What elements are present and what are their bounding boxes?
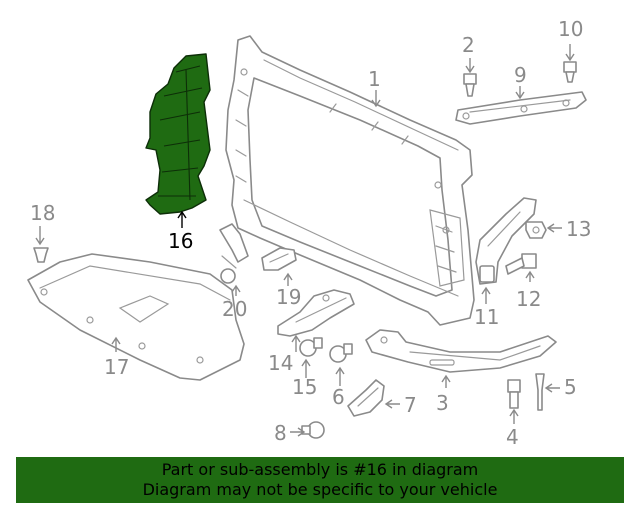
callout-6: 6 [332,385,345,409]
callout-4: 4 [506,425,519,449]
leader-lines [35,44,575,437]
radiator-support-part [225,35,475,326]
clip-part-20 [219,223,249,284]
callout-13: 13 [566,217,591,241]
bolt-part-15 [299,337,323,357]
callout-12: 12 [516,287,541,311]
air-guide-part-highlighted [145,53,211,215]
callout-19: 19 [276,285,301,309]
callout-17: 17 [104,355,129,379]
callout-5: 5 [564,375,577,399]
clip-part-19 [261,247,297,271]
bolt-part-6 [329,343,353,363]
push-clip-part [33,247,49,263]
bracket-part-7 [347,379,385,417]
callout-3: 3 [436,391,449,415]
bolt-part-8 [301,421,325,439]
callout-8: 8 [274,421,287,445]
info-banner: Part or sub-assembly is #16 in diagram D… [16,457,624,503]
callout-16-highlighted: 16 [168,229,193,253]
callout-7: 7 [404,393,417,417]
callout-10: 10 [558,17,583,41]
bracket-part-14 [277,289,355,337]
under-cover-part [27,253,245,381]
callout-2: 2 [462,33,475,57]
bolt-part-2 [463,73,477,97]
callout-9: 9 [514,63,527,87]
callout-11: 11 [474,305,499,329]
callout-1: 1 [368,67,381,91]
pin-part-5 [535,373,545,411]
banner-line-disclaimer: Diagram may not be specific to your vehi… [142,480,498,499]
side-bracket-part [475,197,537,285]
callout-20: 20 [222,297,247,321]
bolt-part-12 [505,253,537,275]
parts-diagram: 1 2 3 4 5 6 7 8 9 10 11 12 13 14 15 16 1… [27,17,591,449]
lower-bracket-part [365,329,557,373]
callout-15: 15 [292,375,317,399]
banner-line-part-number: Part or sub-assembly is #16 in diagram [161,460,479,479]
callout-18: 18 [30,201,55,225]
callout-14: 14 [268,351,293,375]
bolt-part-4 [507,379,521,409]
nut-part [525,221,547,239]
upper-bracket-part [455,91,587,125]
bolt-part-10 [563,61,577,83]
